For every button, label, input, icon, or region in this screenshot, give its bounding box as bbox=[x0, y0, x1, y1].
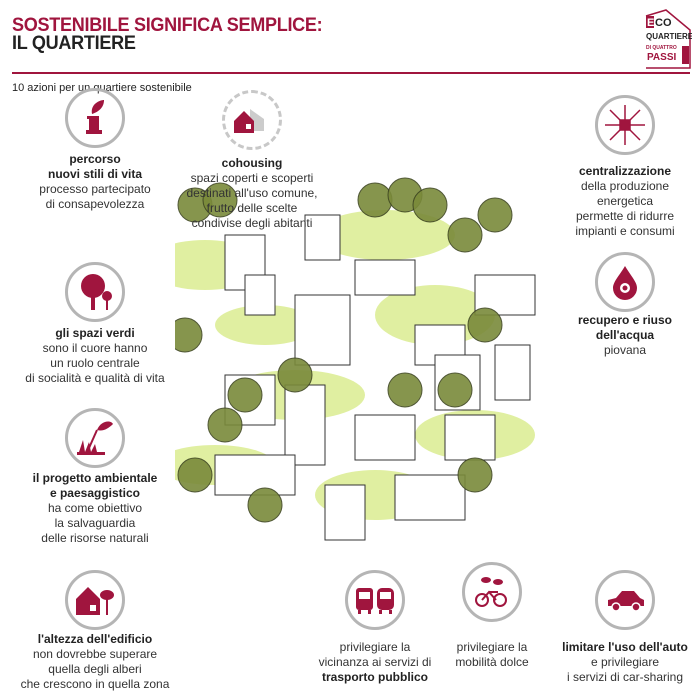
house-sketch bbox=[324, 484, 366, 541]
grass-patch bbox=[215, 305, 315, 345]
page-title: SOSTENIBILE SIGNIFICA SEMPLICE: IL QUART… bbox=[12, 15, 323, 54]
svg-text:E: E bbox=[647, 17, 654, 29]
title-divider bbox=[12, 72, 690, 74]
tree-sketch bbox=[477, 197, 513, 233]
tree-sketch bbox=[467, 307, 503, 343]
tree-sketch bbox=[437, 372, 473, 408]
tree-sketch bbox=[177, 457, 213, 493]
tree-sketch bbox=[447, 217, 483, 253]
tree-sketch bbox=[247, 487, 283, 523]
house-sketch bbox=[354, 414, 416, 461]
svg-text:DI QUATTRO: DI QUATTRO bbox=[646, 45, 677, 51]
bus-train-icon bbox=[345, 570, 405, 630]
trees-icon bbox=[65, 262, 125, 322]
tree-sketch bbox=[175, 317, 203, 353]
car-icon bbox=[595, 570, 655, 630]
neighbourhood-illustration bbox=[175, 177, 536, 541]
house-tree-icon bbox=[65, 570, 125, 630]
tree-sketch bbox=[357, 182, 393, 218]
tree-sketch bbox=[412, 187, 448, 223]
tree-sketch bbox=[457, 457, 493, 493]
cohousing-house-icon bbox=[222, 90, 282, 150]
house-sketch bbox=[304, 214, 341, 261]
tree-sketch bbox=[227, 377, 263, 413]
svg-text:CO: CO bbox=[655, 17, 672, 29]
energy-grid-icon bbox=[595, 95, 655, 155]
info-leaf-icon bbox=[65, 88, 125, 148]
bicycle-footsteps-icon bbox=[462, 562, 522, 622]
house-sketch bbox=[494, 344, 531, 401]
landscape-plant-icon bbox=[65, 408, 125, 468]
house-sketch bbox=[284, 384, 326, 466]
house-sketch bbox=[444, 414, 496, 461]
house-sketch bbox=[244, 274, 276, 316]
house-sketch bbox=[294, 294, 351, 366]
svg-text:PASSI: PASSI bbox=[647, 52, 676, 63]
water-drop-icon bbox=[595, 252, 655, 312]
tree-sketch bbox=[207, 407, 243, 443]
svg-text:QUARTIERE: QUARTIERE bbox=[646, 32, 692, 41]
grass-patch bbox=[315, 210, 455, 260]
tree-sketch bbox=[277, 357, 313, 393]
eco-quartiere-logo: E CO QUARTIERE DI QUATTRO PASSI bbox=[645, 9, 692, 69]
house-sketch bbox=[354, 259, 416, 296]
tree-sketch bbox=[387, 372, 423, 408]
house-sketch bbox=[214, 454, 296, 496]
house-sketch bbox=[394, 474, 466, 521]
tree-sketch bbox=[202, 182, 238, 218]
